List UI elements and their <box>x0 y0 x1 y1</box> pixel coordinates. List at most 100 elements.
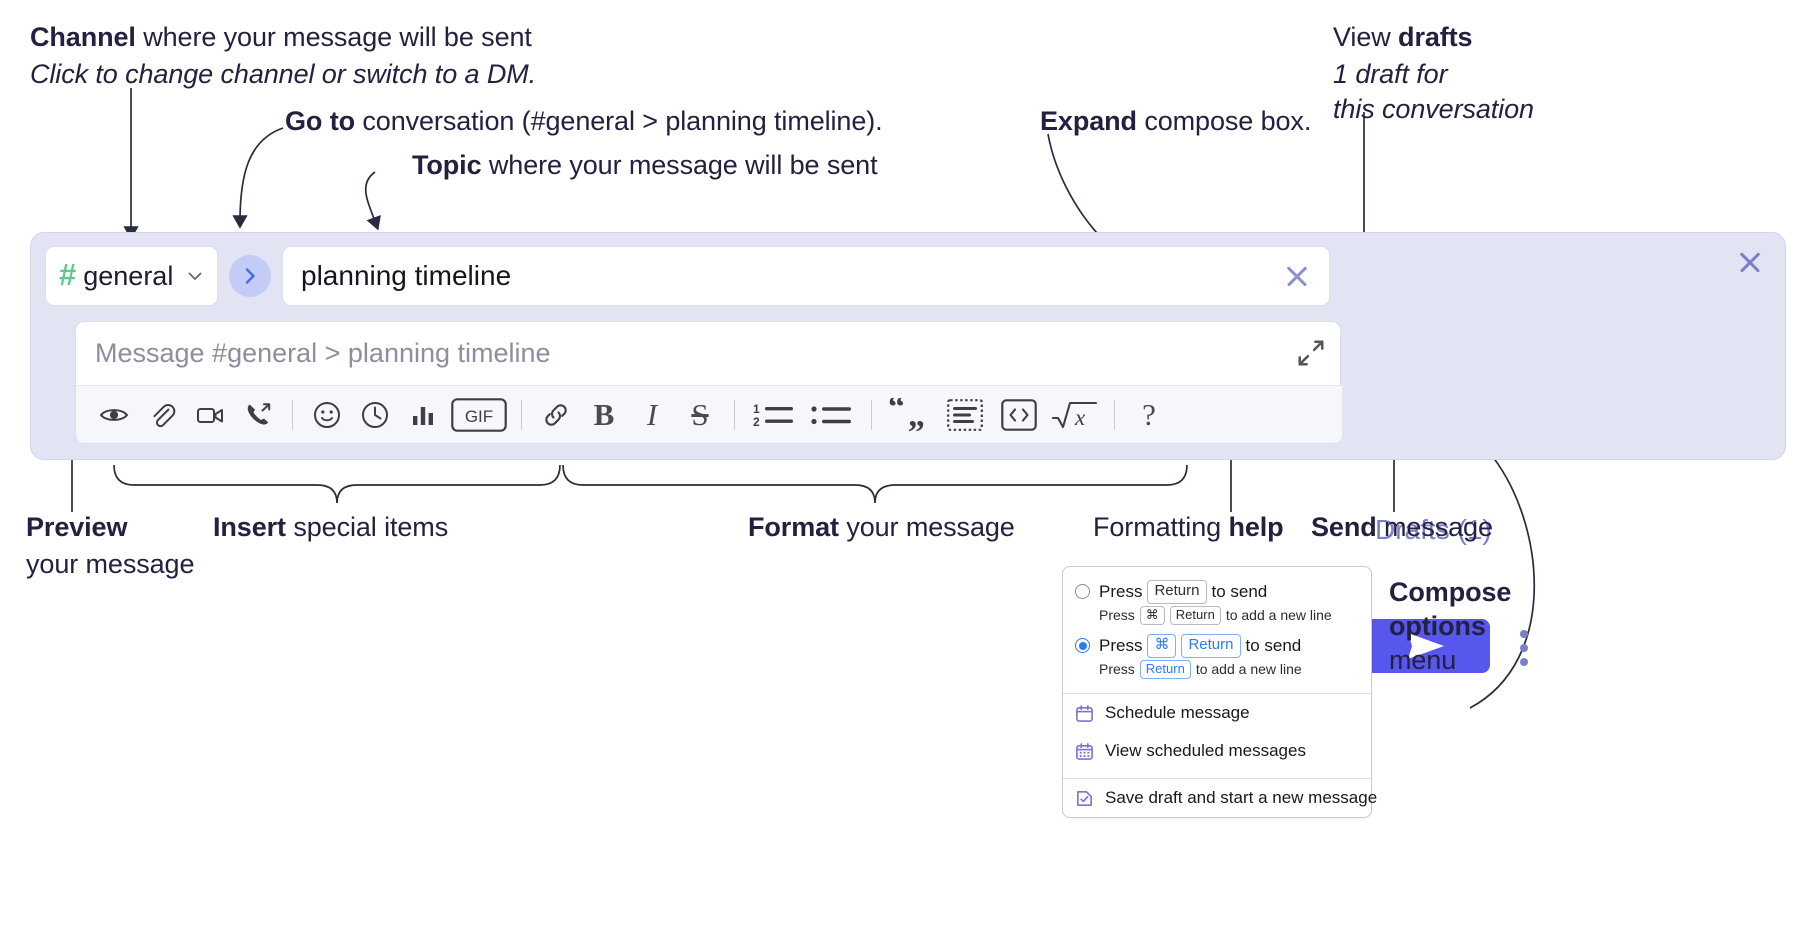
gif-icon[interactable]: GIF <box>447 392 511 438</box>
save-draft-icon <box>1077 790 1092 806</box>
compose-options-menu: Press Return to send Press ⌘ Return to a… <box>1062 566 1377 818</box>
hash-icon: # <box>59 257 77 292</box>
poll-icon[interactable] <box>399 392 447 438</box>
menu-item-view-scheduled[interactable]: View scheduled messages <box>1063 732 1371 770</box>
bulleted-list-icon[interactable] <box>803 392 861 438</box>
key-return: Return <box>1147 580 1207 604</box>
key-command: ⌘ <box>1147 634 1177 658</box>
compose-options-button[interactable] <box>1511 625 1537 671</box>
key-command: ⌘ <box>1139 605 1165 625</box>
annotation-help-bold: help <box>1228 512 1284 542</box>
radio-selected[interactable] <box>1075 638 1090 654</box>
blockquote-icon[interactable]: “„ <box>882 392 938 438</box>
preview-icon[interactable] <box>90 392 138 438</box>
annotation-format-rest: your message <box>838 512 1015 542</box>
formatting-help-icon[interactable]: ? <box>1142 397 1156 432</box>
option2-sub-pre: Press <box>1099 661 1135 678</box>
call-icon[interactable] <box>234 392 282 438</box>
drafts-link[interactable]: Drafts (1) <box>1375 514 1492 545</box>
annotation-help: Formatting help <box>1093 512 1284 544</box>
menu-item-label: Schedule message <box>1105 703 1250 722</box>
annotation-drafts-italic2: this conversation <box>1333 93 1534 124</box>
emoji-icon[interactable] <box>303 392 351 438</box>
topic-input[interactable]: planning timeline <box>282 246 1330 306</box>
key-return: Return <box>1139 659 1191 679</box>
menu-item-label: Save draft and start a new message <box>1105 788 1378 807</box>
channel-selector[interactable]: # general <box>45 246 218 306</box>
option1-sub-pre: Press <box>1099 607 1135 624</box>
annotation-format-bold: Format <box>748 512 839 542</box>
calendar-icon <box>1076 704 1093 722</box>
annotation-format: Format your message <box>748 512 1015 544</box>
close-icon[interactable] <box>1733 245 1767 279</box>
svg-text:2: 2 <box>753 415 760 429</box>
key-return: Return <box>1169 605 1221 625</box>
svg-text:“: “ <box>888 398 905 426</box>
go-to-conversation-button[interactable] <box>229 255 271 297</box>
send-option-return[interactable]: Press Return to send <box>1063 577 1371 604</box>
compose-panel: # general planning timeline Message #gen… <box>30 232 1786 673</box>
italic-icon[interactable]: I <box>646 397 658 432</box>
annotation-send-bold: Send <box>1311 512 1377 542</box>
radio-unselected[interactable] <box>1075 584 1090 600</box>
svg-text:GIF: GIF <box>465 407 493 426</box>
kebab-dot <box>1520 658 1528 666</box>
annotation-expand: Expand compose box. <box>1040 106 1311 138</box>
annotation-goto-bold: Go to <box>285 106 355 136</box>
annotation-insert: Insert special items <box>213 512 448 544</box>
annotation-expand-bold: Expand <box>1040 106 1137 136</box>
key-return: Return <box>1181 634 1241 658</box>
menu-divider <box>1063 693 1371 694</box>
message-placeholder: Message #general > planning timeline <box>95 338 551 368</box>
annotation-drafts: View drafts 1 draft for this conversatio… <box>1333 22 1534 126</box>
annotation-channel: Channel where your message will be sent … <box>30 22 536 91</box>
clock-icon[interactable] <box>351 392 399 438</box>
send-option-return-hint: Press ⌘ Return to add a new line <box>1063 604 1371 631</box>
toolbar-divider <box>734 399 735 430</box>
annotation-drafts-bold: drafts <box>1398 22 1473 52</box>
toolbar-divider <box>1114 399 1115 430</box>
channel-name-label: general <box>83 260 174 291</box>
send-option-cmd-return[interactable]: Press ⌘ Return to send <box>1063 631 1371 658</box>
expand-icon[interactable] <box>1296 338 1326 368</box>
option2-pre: Press <box>1099 635 1143 655</box>
annotation-send: Send message <box>1311 512 1493 544</box>
annotation-compose-options-bold2: options <box>1389 610 1486 641</box>
calendar-grid-icon <box>1076 742 1093 760</box>
code-block-icon[interactable] <box>938 392 992 438</box>
annotation-compose-options-rest: menu <box>1389 644 1457 675</box>
annotation-compose-options-bold1: Compose <box>1389 577 1512 607</box>
annotation-goto: Go to conversation (#general > planning … <box>285 106 883 138</box>
send-option-cmd-return-hint: Press Return to add a new line <box>1063 658 1371 685</box>
annotation-preview-bold: Preview <box>26 512 128 542</box>
send-button[interactable] <box>1362 619 1490 673</box>
annotation-insert-rest: special items <box>285 512 449 542</box>
latex-icon[interactable]: x <box>1046 392 1104 438</box>
annotation-channel-rest: where your message will be sent <box>135 22 532 52</box>
annotation-preview: Preview your message <box>26 512 194 581</box>
option1-sub-post: to add a new line <box>1225 607 1332 624</box>
video-icon[interactable] <box>186 392 234 438</box>
svg-text:„: „ <box>908 398 925 432</box>
clear-topic-icon[interactable] <box>1281 260 1313 292</box>
send-option-cmd-return-label: Press ⌘ Return to send <box>1099 634 1301 658</box>
attachment-icon[interactable] <box>138 392 186 438</box>
link-icon[interactable] <box>532 392 580 438</box>
menu-item-schedule-message[interactable]: Schedule message <box>1063 694 1371 732</box>
strikethrough-icon[interactable]: S <box>691 397 709 432</box>
annotation-topic-rest: where your message will be sent <box>481 150 878 180</box>
toolbar-divider <box>871 399 872 430</box>
annotation-channel-italic: Click to change channel or switch to a D… <box>30 58 537 89</box>
bold-icon[interactable]: B <box>593 397 615 432</box>
annotation-send-rest: message <box>1376 512 1493 542</box>
code-icon[interactable] <box>992 392 1046 438</box>
annotation-goto-rest: conversation (#general > planning timeli… <box>354 106 883 136</box>
message-input-area[interactable]: Message #general > planning timeline <box>75 321 1342 444</box>
annotation-topic: Topic where your message will be sent <box>412 150 878 182</box>
menu-item-save-draft[interactable]: Save draft and start a new message <box>1063 779 1377 817</box>
annotation-channel-bold: Channel <box>30 22 136 52</box>
annotation-topic-bold: Topic <box>412 150 482 180</box>
send-icon <box>1408 633 1444 659</box>
annotation-compose-options: Compose options menu <box>1389 576 1511 677</box>
